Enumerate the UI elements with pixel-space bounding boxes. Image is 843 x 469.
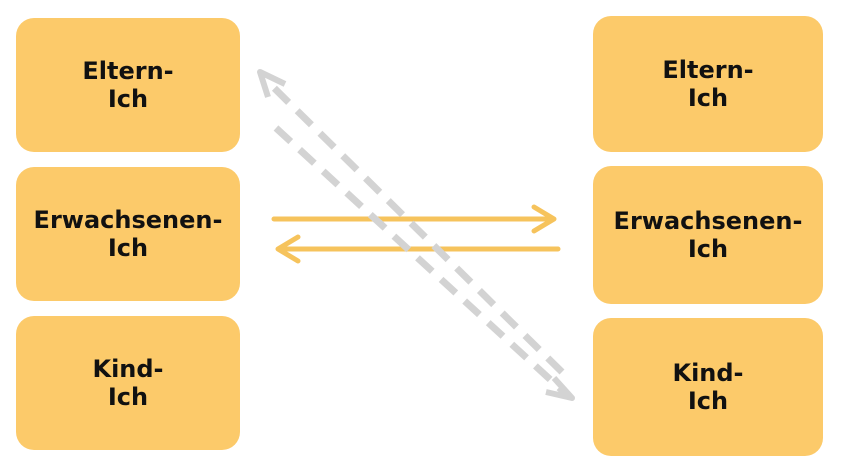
- right-parent-label-line1: Eltern-: [662, 56, 754, 84]
- left-child-label-line2: Ich: [107, 383, 149, 411]
- left-parent-ego-box: Eltern- Ich: [16, 18, 240, 152]
- dashed-arrow-down: [273, 125, 575, 401]
- solid-arrow-right: [271, 204, 557, 234]
- right-adult-label-line2: Ich: [687, 235, 729, 263]
- left-adult-label-line2: Ich: [107, 234, 149, 262]
- right-parent-label-line2: Ich: [687, 84, 729, 112]
- left-parent-label-line1: Eltern-: [82, 57, 174, 85]
- solid-arrow-left: [275, 234, 561, 264]
- left-adult-ego-box: Erwachsenen- Ich: [16, 167, 240, 301]
- left-adult-label-line1: Erwachsenen-: [33, 206, 223, 234]
- right-adult-label-line1: Erwachsenen-: [613, 207, 803, 235]
- right-parent-ego-box: Eltern- Ich: [593, 16, 823, 152]
- right-child-ego-box: Kind- Ich: [593, 318, 823, 456]
- dashed-arrow-up: [257, 69, 565, 375]
- left-parent-label-line2: Ich: [107, 85, 149, 113]
- left-child-ego-box: Kind- Ich: [16, 316, 240, 450]
- left-child-label-line1: Kind-: [92, 355, 164, 383]
- right-child-label-line2: Ich: [687, 387, 729, 415]
- right-child-label-line1: Kind-: [672, 359, 744, 387]
- right-adult-ego-box: Erwachsenen- Ich: [593, 166, 823, 304]
